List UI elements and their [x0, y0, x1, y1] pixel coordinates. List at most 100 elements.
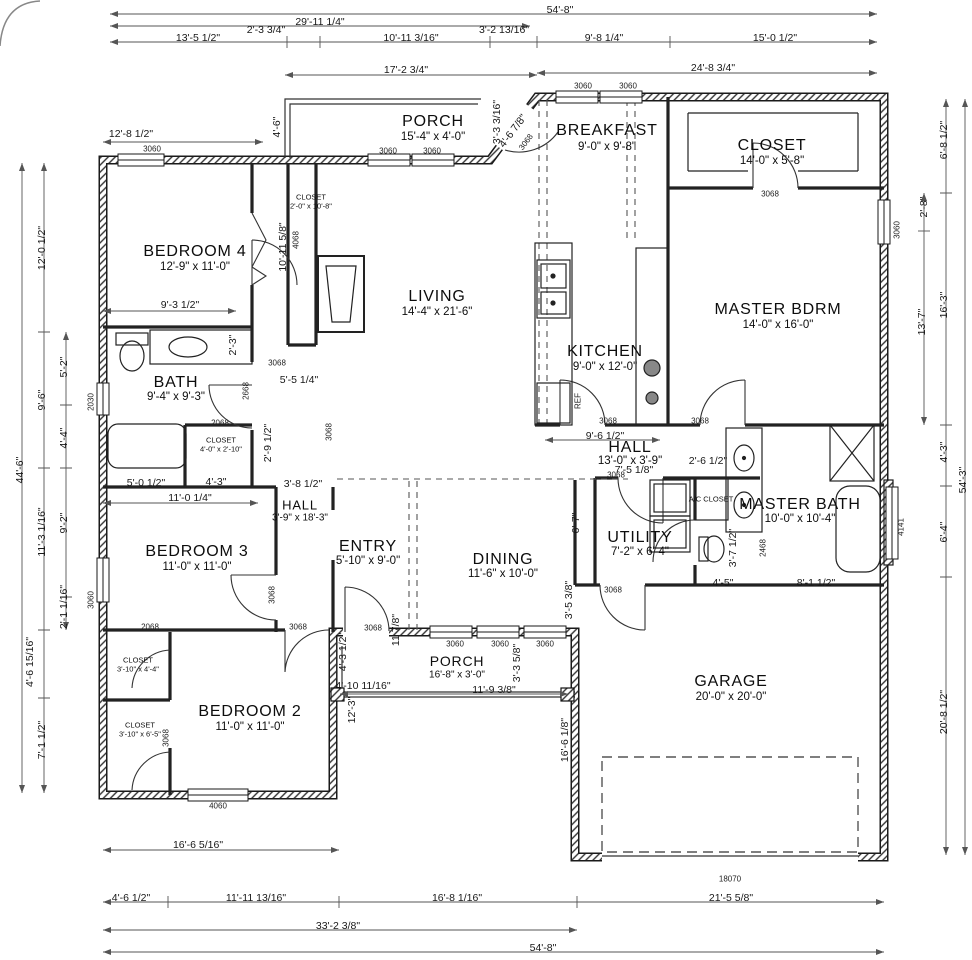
dim-label: 9'-6"	[36, 389, 48, 411]
dim-label: 3'-8 1/2"	[283, 478, 323, 490]
room-dims: 9'-4" x 9'-3"	[147, 391, 205, 403]
door-code: 2468	[758, 539, 768, 557]
dim-label: 7'-1 1/2"	[36, 720, 48, 760]
room-label-bedroom3: BEDROOM 3	[145, 543, 249, 560]
room-dims: 15'-4" x 4'-0"	[400, 131, 466, 143]
window-code: 3060	[574, 81, 592, 91]
shower	[829, 424, 875, 482]
door-code: 3068	[268, 358, 286, 368]
dim-label: 9'-2"	[58, 512, 70, 534]
room-label-kitchen: KITCHEN	[567, 343, 643, 360]
dim-label: 2'-8"	[918, 196, 930, 218]
fireplace	[317, 255, 365, 333]
room-dims: 11'-0" x 11'-0"	[162, 561, 232, 573]
window-code: 3060	[619, 81, 637, 91]
room-label-bedroom2: BEDROOM 2	[198, 703, 302, 720]
dryer	[649, 515, 691, 553]
kitchen-counter	[534, 242, 573, 426]
room-label-hall-upper: HALL	[608, 439, 652, 456]
room-label-hall-vert: HALL	[282, 497, 318, 513]
dim-label: 10'-11 5/8"	[277, 222, 289, 272]
dim-label: 4'-3"	[205, 476, 227, 488]
dim-label: 3'-5 3/8"	[563, 580, 575, 620]
window-code: 2030	[86, 393, 96, 411]
dim-label: 11'-0 1/4"	[168, 492, 212, 504]
room-dims: 5'-10" x 9'-0"	[335, 555, 401, 567]
toilet-tank	[115, 332, 149, 346]
room-dims: 20'-0" x 20'-0"	[695, 691, 767, 703]
refrigerator	[536, 382, 571, 424]
dim-label: 5'-2"	[58, 356, 70, 378]
dim-label: 5'-5 1/4"	[279, 374, 319, 386]
dim-label: 29'-11 1/4"	[295, 16, 345, 28]
room-label-porch-bottom: PORCH	[429, 653, 485, 669]
window-code: 4141	[896, 518, 906, 536]
door-code: 3068	[161, 729, 171, 747]
dim-label: 4'-3"	[938, 441, 950, 463]
dim-label: 6'-8 1/2"	[938, 120, 950, 160]
room-dims: 3'-10" x 4'-4"	[117, 664, 159, 674]
room-label-closet-b4: CLOSET	[295, 192, 327, 202]
sink	[733, 444, 755, 472]
dim-label: 16'-6 5/16"	[172, 839, 224, 851]
room-dims: 7'-2" x 6'-4"	[611, 546, 669, 558]
dim-label: 10'-11 3/16"	[383, 32, 439, 44]
room-dims: 11'-0" x 11'-0"	[215, 721, 285, 733]
room-dims: 3'-9" x 18'-3"	[272, 512, 328, 524]
room-dims: 2'-0" x 10'-8"	[290, 201, 332, 211]
dim-label: 11'-3 1/16"	[36, 507, 48, 557]
dim-label: 9'-6 1/2"	[585, 430, 625, 442]
room-label-closet-bath: CLOSET	[205, 435, 237, 445]
toilet-tank	[698, 536, 709, 562]
dim-label: 13'-7"	[916, 308, 928, 336]
window-code: 3060	[86, 591, 96, 609]
room-label-garage: GARAGE	[694, 673, 768, 690]
room-dims: 16'-8" x 3'-0"	[429, 669, 485, 681]
door-code: 3068	[599, 416, 617, 426]
door-code: 3068	[267, 586, 277, 604]
dim-label: 54'-3"	[957, 466, 969, 494]
dim-label: 2'-9 1/2"	[262, 423, 274, 463]
kitchen-island	[635, 247, 669, 426]
windows	[96, 90, 899, 802]
window-code: 3060	[892, 221, 902, 239]
window-code: 3060	[423, 146, 441, 156]
double-oven	[536, 259, 571, 319]
dim-label: 54'-8"	[529, 942, 557, 954]
dim-label: 15'-0 1/2"	[752, 32, 798, 44]
exterior-door-gaps	[343, 103, 858, 863]
room-dims: 3'-10" x 6'-5"	[119, 729, 161, 739]
door-code: 2068	[141, 622, 159, 632]
door-code: 3068	[604, 585, 622, 595]
door-code: 3068	[289, 622, 307, 632]
room-dims: 14'-0" x 5'-8"	[739, 155, 805, 167]
door-code: 2668	[241, 382, 251, 400]
dim-label: 3'-7 1/2"	[727, 528, 739, 568]
dim-label: 16'-8 1/16"	[431, 892, 483, 904]
window-code: 3060	[446, 639, 464, 649]
room-dims: 14'-0" x 16'-0"	[742, 319, 814, 331]
dim-label: 4'-4"	[58, 427, 70, 449]
room-label-master-bath: MASTER BATH	[739, 496, 861, 513]
dim-label: 3'-3 5/8"	[511, 643, 523, 683]
refrigerator-label: REF	[573, 393, 583, 409]
room-dims: 10'-0" x 10'-4"	[764, 513, 836, 525]
dim-label: 2'-1 1/16"	[58, 584, 70, 630]
dim-label: 4'-3 1/2"	[337, 632, 349, 672]
window-code: 3060	[379, 146, 397, 156]
dim-label: 11'-11 13/16"	[225, 892, 287, 904]
porch-outlines	[284, 98, 575, 702]
dim-label: 12'-3"	[346, 696, 358, 724]
toilet	[119, 340, 145, 372]
door-code: 3068	[607, 470, 625, 480]
garage-door-opening	[601, 756, 859, 853]
room-label-living: LIVING	[408, 288, 466, 305]
room-dims: 11'-6" x 10'-0"	[468, 568, 538, 580]
door-code: 3068	[364, 623, 382, 633]
dim-label: 8'-1 1/2"	[796, 577, 836, 589]
room-label-bath: BATH	[153, 374, 199, 391]
sink	[168, 336, 208, 358]
dim-label: 4'-6 1/2"	[111, 892, 151, 904]
room-dims: 9'-0" x 9'-8"	[578, 141, 636, 153]
dim-label: 7'-5 1/8"	[614, 464, 654, 476]
